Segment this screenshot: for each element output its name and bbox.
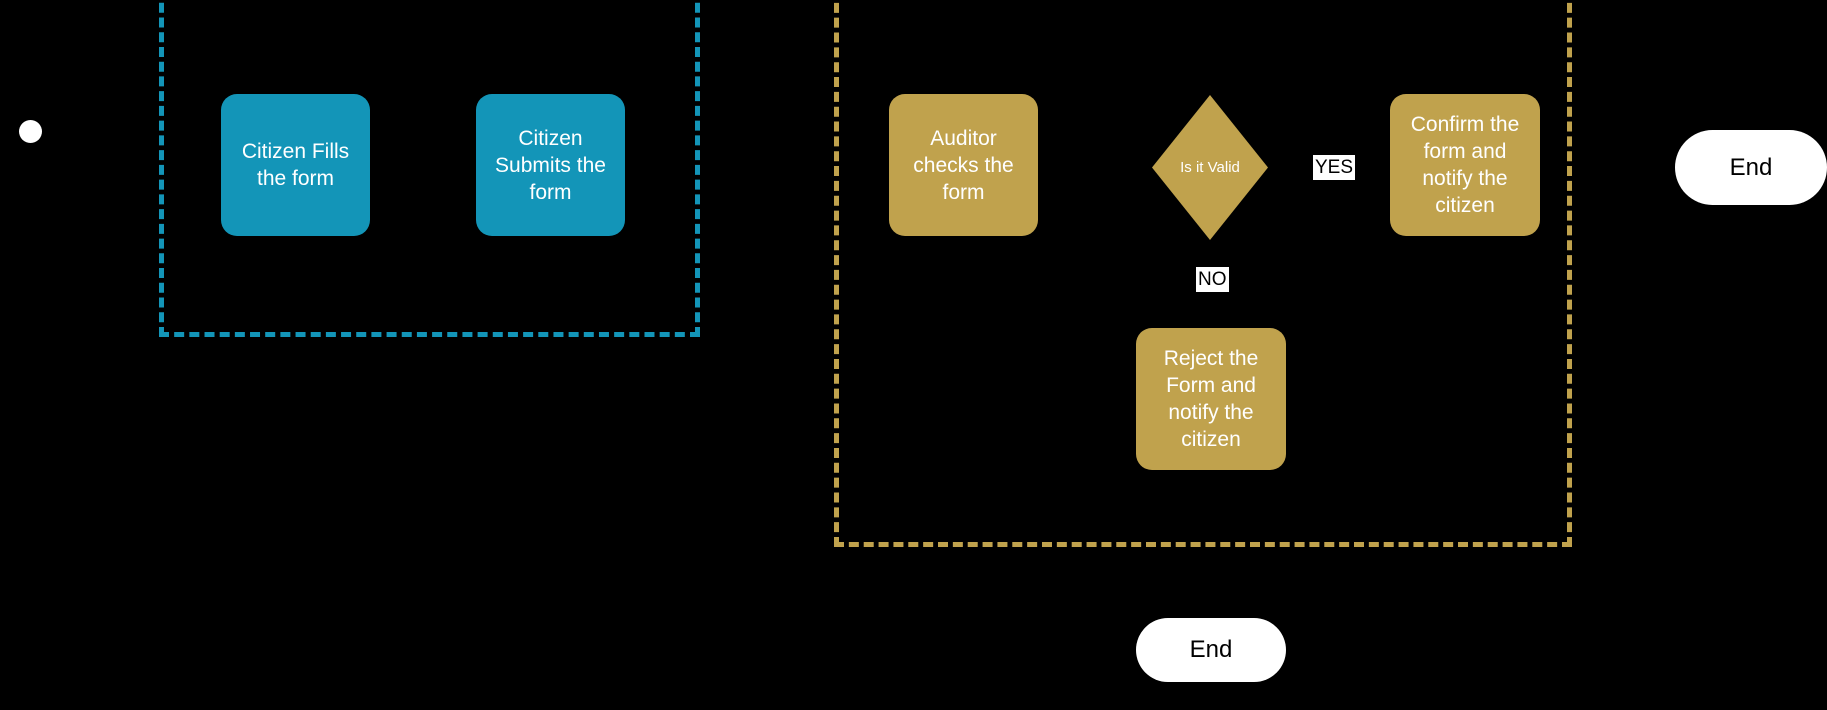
node-auditor-checks-form[interactable]: Auditor checks the form — [889, 94, 1038, 236]
swimlane-auditor — [834, 0, 1572, 547]
edge-label-no: NO — [1196, 267, 1229, 292]
node-confirm-form-notify-citizen[interactable]: Confirm the form and notify the citizen — [1390, 94, 1540, 236]
node-reject-form-notify-citizen[interactable]: Reject the Form and notify the citizen — [1136, 328, 1286, 470]
node-citizen-submits-form[interactable]: Citizen Submits the form — [476, 94, 625, 236]
end-node-bottom[interactable]: End — [1136, 618, 1286, 682]
swimlane-citizen — [159, 0, 700, 337]
node-citizen-fills-form[interactable]: Citizen Fills the form — [221, 94, 370, 236]
node-decision-is-it-valid[interactable]: Is it Valid — [1152, 95, 1268, 240]
decision-label: Is it Valid — [1180, 159, 1240, 176]
end-node-right[interactable]: End — [1675, 130, 1827, 205]
start-node[interactable] — [19, 120, 42, 143]
edge-label-yes: YES — [1313, 155, 1356, 180]
